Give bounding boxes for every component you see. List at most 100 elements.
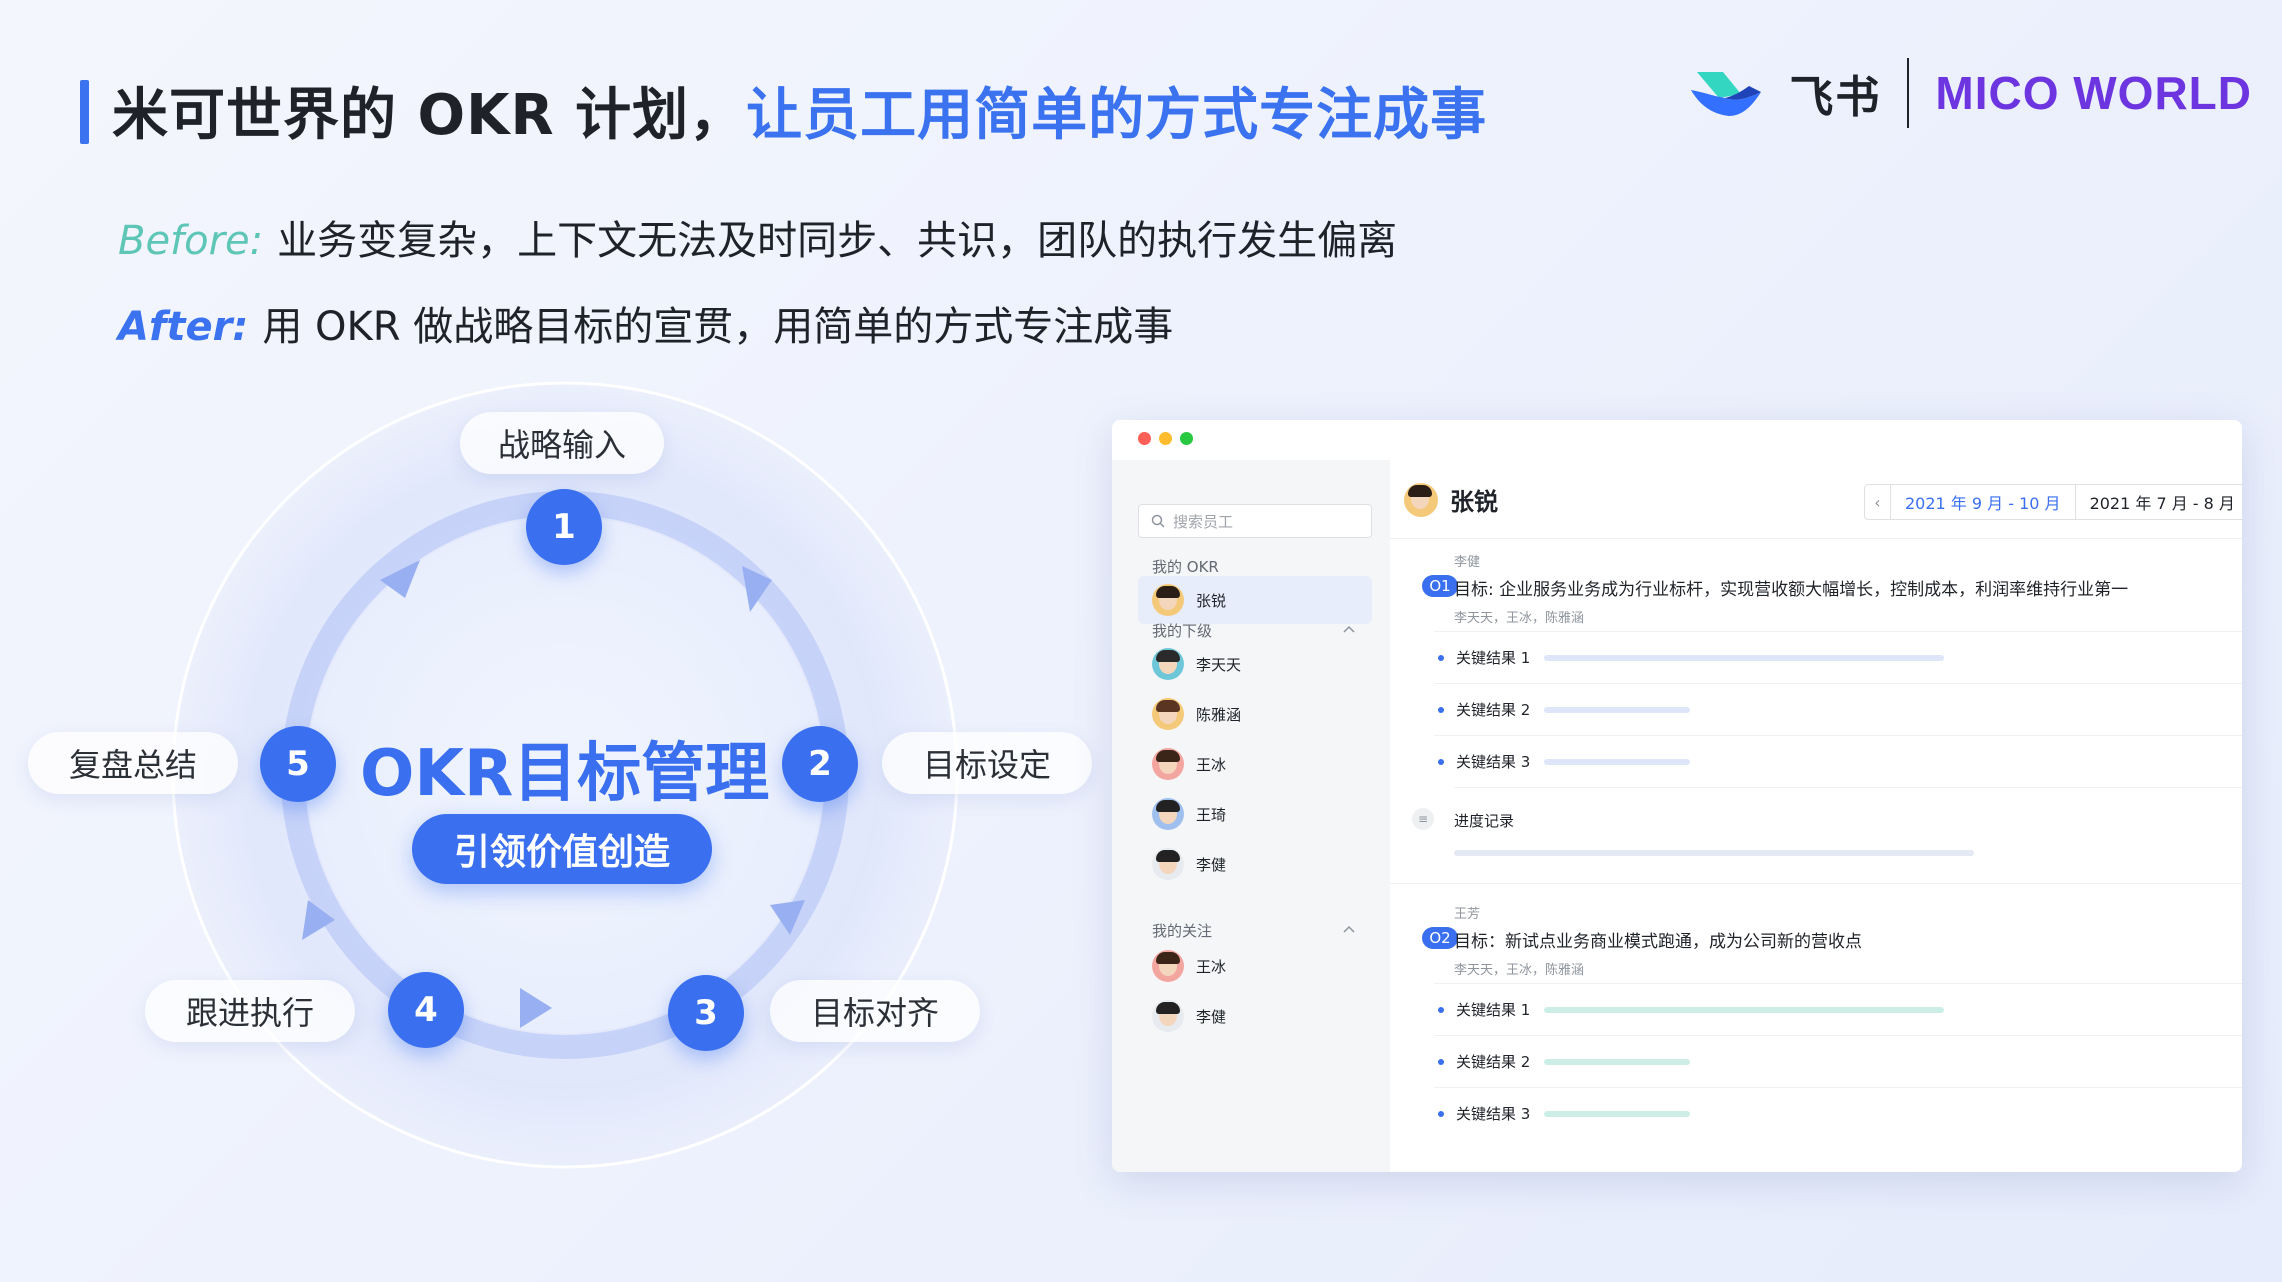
step-number-5: 5 xyxy=(260,726,336,802)
avatar xyxy=(1152,848,1184,880)
sidebar-item-subordinate[interactable]: 王冰 xyxy=(1138,740,1372,788)
cycle-arrow xyxy=(742,566,772,612)
sidebar: 搜索员工 我的 OKR 张锐 我的下级 李天天 陈雅涵 王冰 王琦 李健 xyxy=(1112,460,1390,1172)
step-number-1: 1 xyxy=(526,489,602,565)
sidebar-item-subordinate[interactable]: 李天天 xyxy=(1138,640,1372,688)
maximize-window-icon[interactable] xyxy=(1180,432,1193,445)
bullet-icon xyxy=(1438,758,1444,765)
before-line: Before: 业务变复杂，上下文无法及时同步、共识，团队的执行发生偏离 xyxy=(118,208,1397,266)
sidebar-item-my-okr[interactable]: 张锐 xyxy=(1138,576,1372,624)
okr-cycle-diagram xyxy=(171,381,959,1169)
step-number-3: 3 xyxy=(668,975,744,1051)
person-name: 陈雅涵 xyxy=(1196,705,1242,724)
objective-text[interactable]: 目标: 企业服务业务成为行业标杆，实现营收额大幅增长，控制成本，利润率维持行业第… xyxy=(1454,580,2129,600)
bullet-icon xyxy=(1438,1110,1444,1117)
step-label-2: 目标设定 xyxy=(882,732,1092,794)
period-tab[interactable]: 2021 年 7 月 - 8 月 xyxy=(2089,494,2235,513)
mico-world-logo: MICO WORLD xyxy=(1935,67,2252,119)
key-result-progress-bar xyxy=(1544,1006,1945,1013)
person-name: 王冰 xyxy=(1196,957,1227,976)
person-name: 李健 xyxy=(1196,855,1227,874)
person-name: 张锐 xyxy=(1196,591,1227,610)
avatar xyxy=(1404,482,1438,517)
objective-text[interactable]: 目标：新试点业务商业模式跑通，成为公司新的营收点 xyxy=(1454,932,1862,952)
person-name: 王冰 xyxy=(1196,755,1227,774)
my-okr-section-label: 我的 OKR xyxy=(1152,558,1219,576)
before-label: Before: xyxy=(118,218,264,264)
key-result-row[interactable]: 关键结果 3 xyxy=(1434,1087,2242,1139)
avatar xyxy=(1152,798,1184,830)
progress-record-label: 进度记录 xyxy=(1454,812,1515,830)
title-part2: 让员工用简单的方式专注成事 xyxy=(746,83,1488,148)
search-input[interactable]: 搜索员工 xyxy=(1138,504,1372,538)
title-part1: 米可世界的 OKR 计划， xyxy=(112,83,747,148)
chevron-up-icon[interactable] xyxy=(1340,620,1358,638)
avatar xyxy=(1152,1000,1184,1032)
sidebar-item-subordinate[interactable]: 陈雅涵 xyxy=(1138,690,1372,738)
objective-badge: O2 xyxy=(1422,927,1458,949)
feishu-logo-text: 飞书 xyxy=(1789,72,1882,123)
chevron-left-icon[interactable]: ‹ xyxy=(1865,485,1891,519)
avatar xyxy=(1152,950,1184,982)
objective-divider xyxy=(1390,883,2242,884)
minimize-window-icon[interactable] xyxy=(1159,432,1172,445)
key-result-row[interactable]: 关键结果 2 xyxy=(1434,1035,2242,1087)
step-label-3: 目标对齐 xyxy=(770,980,980,1042)
cycle-inner xyxy=(307,517,823,1033)
step-number-4: 4 xyxy=(388,972,464,1048)
key-result-progress-bar xyxy=(1544,1058,1691,1065)
step-label-4: 跟进执行 xyxy=(145,980,355,1042)
key-result-row[interactable]: 关键结果 1 xyxy=(1434,983,2242,1035)
person-name: 李天天 xyxy=(1196,655,1242,674)
okr-main-panel: 张锐 ‹ 2021 年 9 月 - 10 月 2021 年 7 月 - 8 月 … xyxy=(1390,460,2242,1172)
progress-record-bar xyxy=(1454,850,1974,856)
value-creation-button[interactable]: 引领价值创造 xyxy=(412,814,712,884)
title-accent-bar xyxy=(80,80,89,144)
key-result-row[interactable]: 关键结果 1 xyxy=(1434,631,2242,683)
after-text: 用 OKR 做战略目标的宣贯，用简单的方式专注成事 xyxy=(262,304,1174,350)
current-user-header: 张锐 xyxy=(1404,482,1498,517)
cycle-center-title: OKR目标管理 xyxy=(360,737,770,811)
avatar xyxy=(1152,584,1184,616)
avatar xyxy=(1152,748,1184,780)
subordinates-section-label: 我的下级 xyxy=(1152,622,1213,640)
key-result-row[interactable]: 关键结果 3 xyxy=(1434,735,2242,787)
sidebar-item-subordinate[interactable]: 李健 xyxy=(1138,840,1372,888)
key-result-progress-bar xyxy=(1544,758,1691,765)
sidebar-item-following[interactable]: 王冰 xyxy=(1138,942,1372,990)
bullet-icon xyxy=(1438,706,1444,713)
search-placeholder: 搜索员工 xyxy=(1173,512,1234,531)
step-label-1: 战略输入 xyxy=(460,412,664,474)
logo-area: 飞书 MICO WORLD xyxy=(1689,58,2252,128)
sidebar-item-following[interactable]: 李健 xyxy=(1138,992,1372,1040)
cycle-arrow xyxy=(520,988,552,1028)
objective-collaborators: 李天天，王冰，陈雅涵 xyxy=(1454,963,1585,978)
objective-owner: 李健 xyxy=(1454,555,1481,570)
after-label: After: xyxy=(118,304,249,350)
window-controls xyxy=(1138,432,1193,445)
key-result-label: 关键结果 3 xyxy=(1456,1105,1531,1123)
person-name: 李健 xyxy=(1196,1007,1227,1026)
chevron-up-icon[interactable] xyxy=(1340,920,1358,938)
current-user-name: 张锐 xyxy=(1450,488,1498,516)
objective-badge: O1 xyxy=(1422,575,1458,597)
key-result-row[interactable]: 关键结果 2 xyxy=(1434,683,2242,735)
close-window-icon[interactable] xyxy=(1138,432,1151,445)
avatar xyxy=(1152,698,1184,730)
avatar xyxy=(1152,648,1184,680)
key-result-label: 关键结果 2 xyxy=(1456,701,1531,719)
document-icon: ≡ xyxy=(1412,808,1434,830)
feishu-logo-icon xyxy=(1691,72,1762,116)
cycle-arrow xyxy=(302,900,335,940)
bullet-icon xyxy=(1438,654,1444,661)
key-result-progress-bar xyxy=(1544,706,1691,713)
page-title: 米可世界的 OKR 计划，让员工用简单的方式专注成事 xyxy=(112,70,1487,151)
before-text: 业务变复杂，上下文无法及时同步、共识，团队的执行发生偏离 xyxy=(277,218,1398,264)
period-tab-active[interactable]: 2021 年 9 月 - 10 月 xyxy=(1891,485,2076,519)
objective-collaborators: 李天天，王冰，陈雅涵 xyxy=(1454,611,1585,626)
objective-card: 王芳 O2 目标：新试点业务商业模式跑通，成为公司新的营收点 李天天，王冰，陈雅… xyxy=(1404,891,2242,1172)
cycle-arrow xyxy=(770,900,805,935)
period-selector: ‹ 2021 年 9 月 - 10 月 2021 年 7 月 - 8 月 xyxy=(1864,484,2242,520)
progress-record-section[interactable]: ≡ 进度记录 xyxy=(1412,787,2242,873)
sidebar-item-subordinate[interactable]: 王琦 xyxy=(1138,790,1372,838)
